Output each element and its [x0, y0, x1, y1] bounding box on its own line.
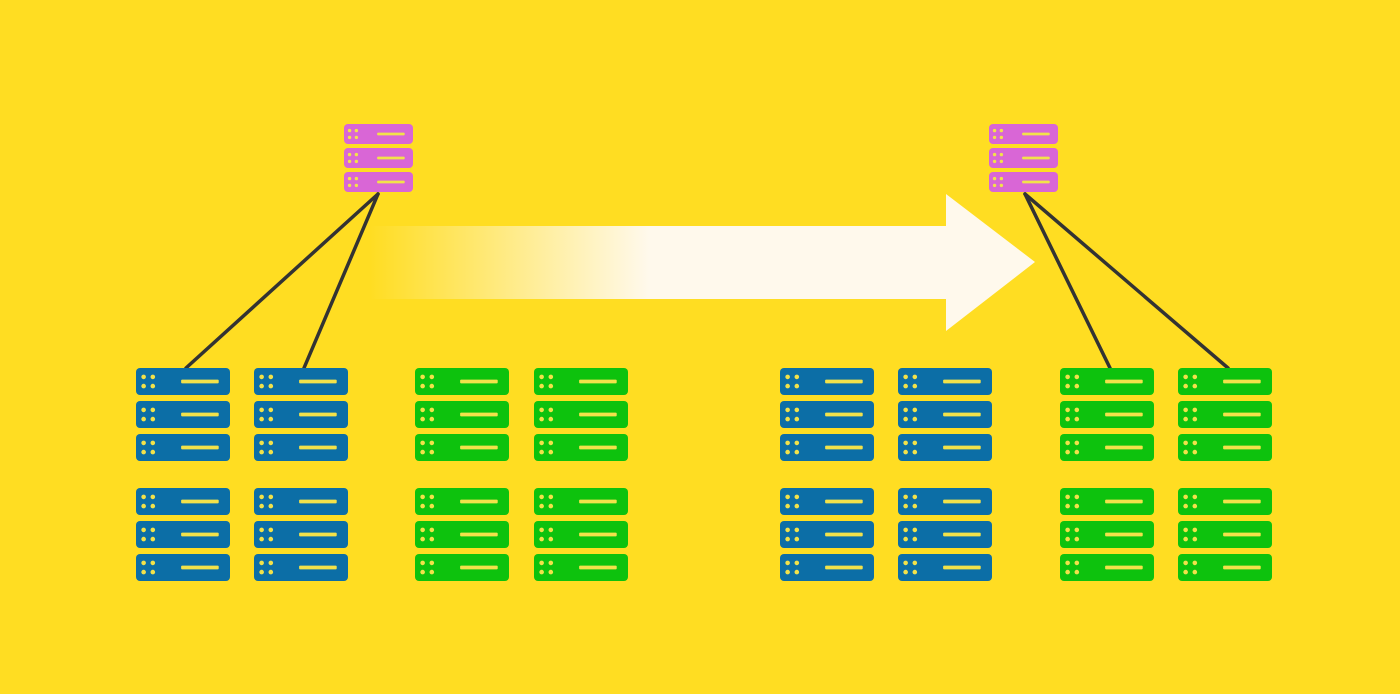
server-unit — [898, 434, 992, 461]
router-unit — [989, 124, 1058, 144]
server-rack-icon — [534, 488, 628, 581]
server-unit — [254, 368, 348, 395]
server-group-green-left-a — [415, 368, 509, 581]
server-rack-icon — [254, 368, 348, 461]
server-rack-icon — [780, 368, 874, 461]
server-group-blue-left-a — [136, 368, 230, 581]
server-unit — [136, 401, 230, 428]
server-rack-icon — [415, 488, 509, 581]
server-unit — [136, 368, 230, 395]
server-rack-icon — [534, 368, 628, 461]
server-unit — [415, 554, 509, 581]
router-unit — [344, 148, 413, 168]
server-unit — [898, 401, 992, 428]
connection-line — [184, 192, 380, 370]
server-unit — [254, 434, 348, 461]
server-group-blue-right-a — [780, 368, 874, 581]
server-unit — [780, 434, 874, 461]
server-unit — [1178, 521, 1272, 548]
server-unit — [780, 488, 874, 515]
server-unit — [534, 488, 628, 515]
server-unit — [780, 368, 874, 395]
server-unit — [136, 521, 230, 548]
server-unit — [1178, 554, 1272, 581]
server-rack-icon — [136, 368, 230, 461]
server-unit — [534, 434, 628, 461]
connection-line — [1023, 192, 1230, 370]
server-unit — [780, 521, 874, 548]
server-unit — [136, 434, 230, 461]
server-group-green-right-a — [1060, 368, 1154, 581]
server-unit — [1060, 554, 1154, 581]
server-unit — [898, 554, 992, 581]
server-rack-icon — [898, 488, 992, 581]
server-unit — [415, 434, 509, 461]
server-unit — [898, 488, 992, 515]
arrow-right-icon — [370, 194, 1035, 331]
server-unit — [254, 554, 348, 581]
panel-after — [780, 124, 1272, 581]
router-unit — [344, 124, 413, 144]
router-icon — [344, 124, 413, 192]
server-unit — [534, 521, 628, 548]
server-unit — [898, 368, 992, 395]
server-unit — [534, 401, 628, 428]
router-unit — [989, 148, 1058, 168]
server-unit — [415, 488, 509, 515]
server-rack-icon — [1178, 368, 1272, 461]
server-unit — [898, 521, 992, 548]
server-group-blue-right-b — [898, 368, 992, 581]
server-rack-icon — [415, 368, 509, 461]
server-unit — [1178, 401, 1272, 428]
server-unit — [415, 401, 509, 428]
server-unit — [780, 554, 874, 581]
server-rack-icon — [898, 368, 992, 461]
server-unit — [254, 521, 348, 548]
server-unit — [415, 521, 509, 548]
server-unit — [254, 488, 348, 515]
server-unit — [136, 488, 230, 515]
server-unit — [1178, 488, 1272, 515]
server-unit — [136, 554, 230, 581]
server-unit — [1060, 488, 1154, 515]
server-unit — [1060, 434, 1154, 461]
server-unit — [534, 554, 628, 581]
server-group-green-left-b — [534, 368, 628, 581]
server-group-green-right-b — [1178, 368, 1272, 581]
server-unit — [415, 368, 509, 395]
server-rack-icon — [1060, 488, 1154, 581]
server-unit — [1178, 434, 1272, 461]
server-rack-icon — [136, 488, 230, 581]
server-rack-icon — [780, 488, 874, 581]
server-rack-icon — [1060, 368, 1154, 461]
server-group-blue-left-b — [254, 368, 348, 581]
router-icon — [989, 124, 1058, 192]
connection-line — [302, 192, 380, 370]
server-unit — [1060, 521, 1154, 548]
panel-before — [136, 124, 628, 581]
server-unit — [1060, 368, 1154, 395]
server-rack-icon — [1178, 488, 1272, 581]
router-unit — [989, 172, 1058, 192]
router-unit — [344, 172, 413, 192]
server-rack-icon — [254, 488, 348, 581]
connection-line — [1023, 192, 1112, 370]
server-unit — [1060, 401, 1154, 428]
server-unit — [534, 368, 628, 395]
server-unit — [1178, 368, 1272, 395]
server-unit — [254, 401, 348, 428]
server-unit — [780, 401, 874, 428]
